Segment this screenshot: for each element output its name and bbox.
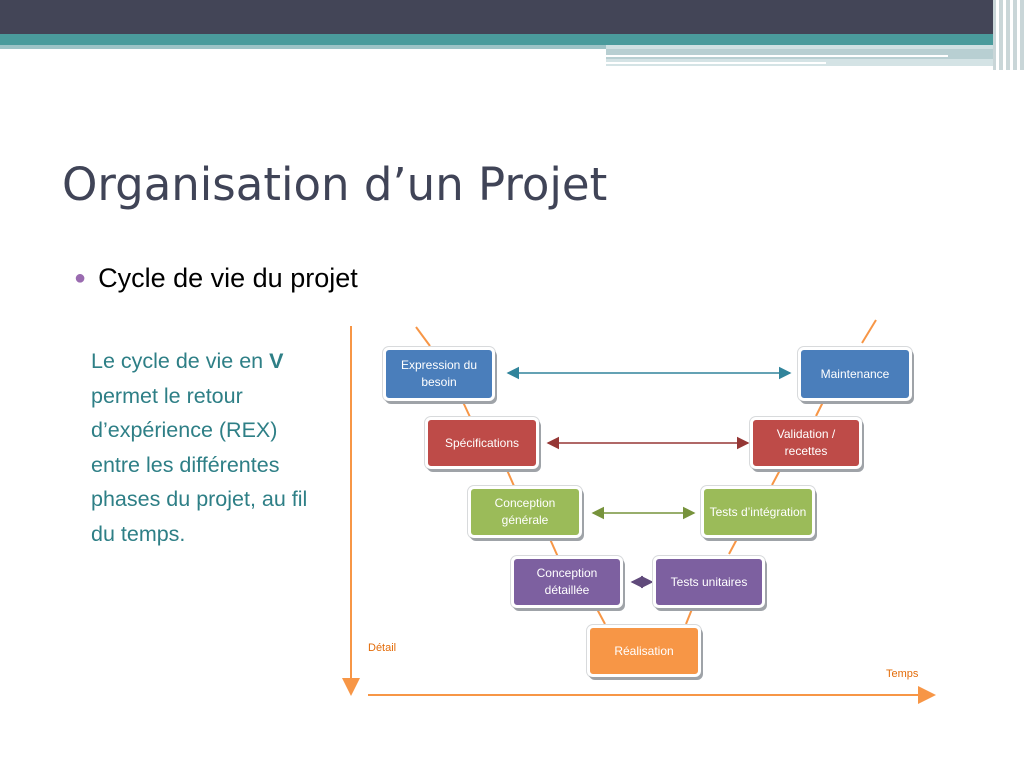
v-shape-segments — [415, 319, 877, 625]
top-banner — [0, 0, 1024, 70]
axis-label-detail: Détail — [368, 642, 397, 654]
bullet-dot-icon: ● — [74, 267, 87, 289]
node-tests-unitaires: Tests unitaires — [653, 556, 765, 608]
v-cycle-description: Le cycle de vie en V permet le retour d’… — [91, 344, 331, 551]
description-start: Le cycle de vie en — [91, 349, 270, 373]
node-specifications: Spécifications — [425, 417, 539, 469]
node-conception-generale: Conception générale — [468, 486, 582, 538]
node-validation-recettes: Validation / recettes — [750, 417, 862, 469]
bullet-item: ● Cycle de vie du projet — [74, 263, 358, 294]
node-maintenance: Maintenance — [798, 347, 912, 401]
node-expression-besoin: Expression du besoin — [383, 347, 495, 401]
slide-title: Organisation d’un Projet — [62, 158, 608, 211]
node-tests-integration: Tests d’intégration — [701, 486, 815, 538]
node-conception-detaillee: Conception détaillée — [511, 556, 623, 608]
bullet-text: Cycle de vie du projet — [98, 263, 358, 293]
description-end: permet le retour d’expérience (REX) entr… — [91, 383, 308, 546]
description-v-letter: V — [269, 349, 284, 373]
node-realisation: Réalisation — [587, 625, 701, 677]
axis-label-temps: Temps — [886, 668, 919, 680]
